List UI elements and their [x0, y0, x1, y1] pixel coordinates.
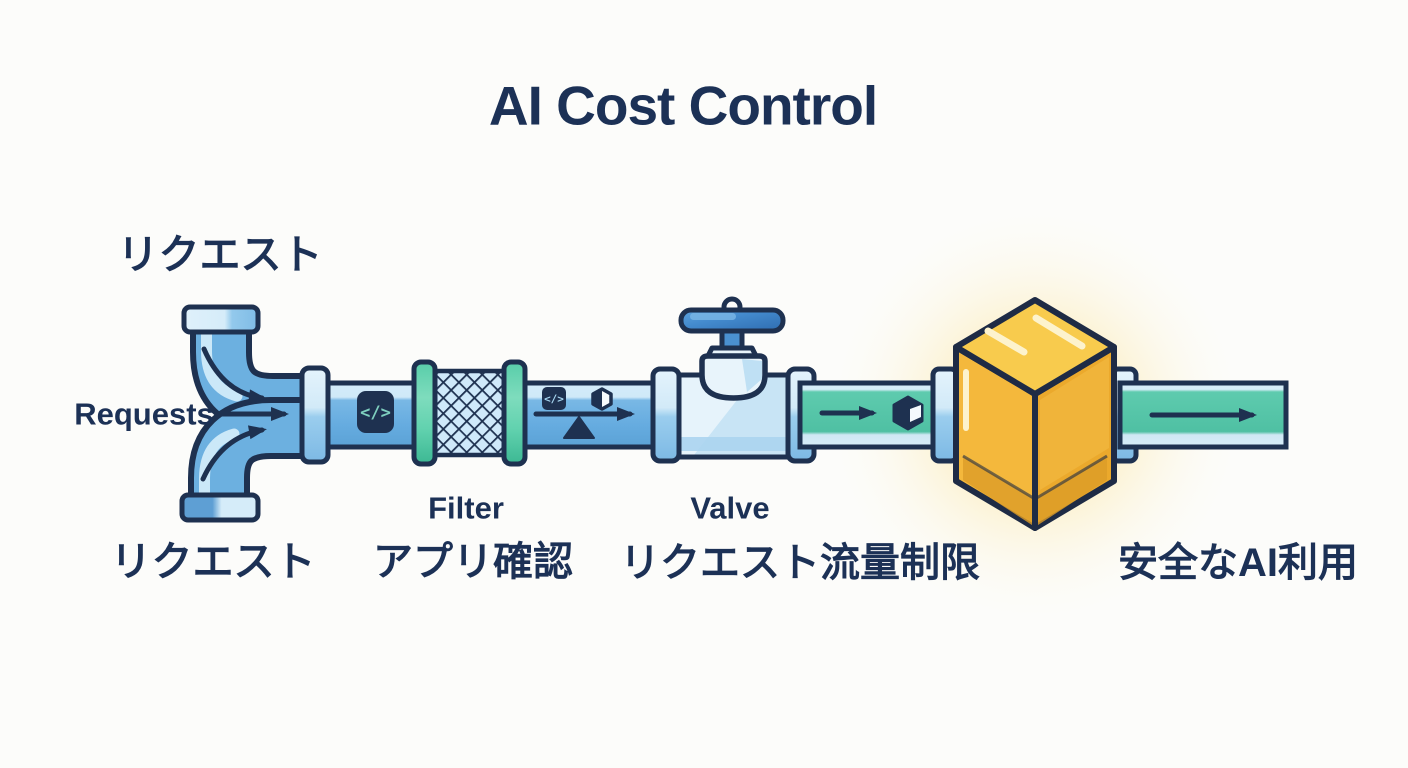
label-request-bottom: リクエスト — [110, 538, 316, 585]
inlet-cap-bottom — [179, 492, 261, 523]
valve-flange-left — [650, 366, 682, 464]
label-request-top: リクエスト — [117, 231, 323, 278]
valve-unit — [650, 296, 817, 464]
junction-flow-arrows — [200, 346, 289, 482]
inlet-pipe-top — [190, 321, 312, 435]
label-filter-caption: アプリ確認 — [373, 540, 573, 584]
inlet-cap-top — [181, 304, 261, 335]
code-icon-small: </> — [542, 387, 566, 410]
flow-arrow-top — [201, 346, 267, 404]
filter-cap-right — [501, 359, 528, 467]
code-icon: </> — [357, 391, 394, 433]
svg-text:</>: </> — [544, 393, 564, 406]
svg-text:</>: </> — [360, 403, 391, 423]
valve-bonnet — [699, 353, 768, 401]
token-cube-icon — [892, 395, 924, 431]
ai-model-cube — [953, 297, 1117, 531]
label-filter: Filter — [428, 490, 504, 526]
token-hexagon-icon — [591, 387, 613, 411]
filter-unit — [411, 359, 528, 467]
diagram-title: AI Cost Control — [488, 74, 878, 137]
filter-cap-left — [411, 359, 438, 467]
label-output-caption: 安全なAI利用 — [1118, 541, 1358, 585]
flow-arrow-bottom — [200, 425, 267, 482]
junction-flange — [299, 365, 331, 465]
filter-mesh — [431, 368, 509, 458]
label-valve: Valve — [690, 490, 770, 526]
label-requests-en: Requests — [74, 396, 214, 432]
throttle-triangle-icon — [563, 416, 595, 439]
label-valve-caption: リクエスト流量制限 — [620, 541, 980, 585]
inlet-pipe-bottom — [188, 397, 312, 500]
